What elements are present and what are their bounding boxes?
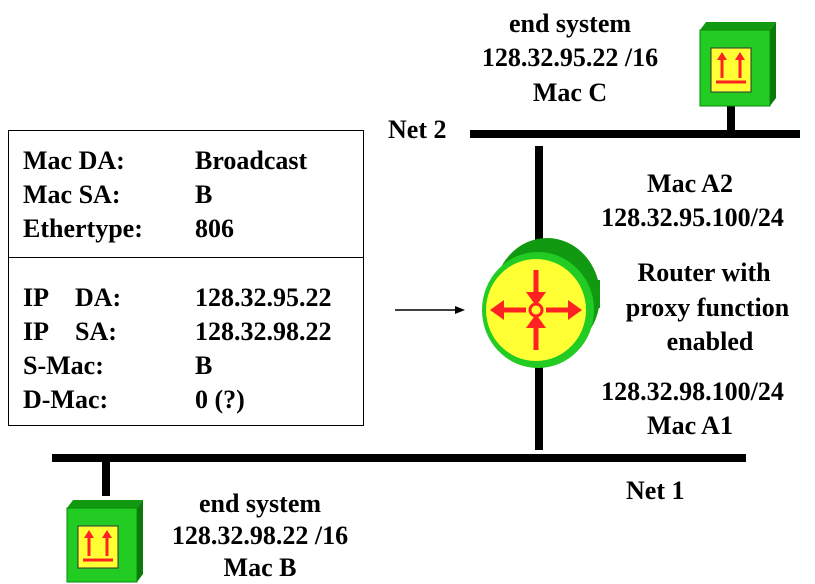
arrow-right-icon <box>395 306 465 314</box>
router-desc-line3: enabled <box>666 327 754 356</box>
end-system-b-mac: Mac B <box>223 553 297 582</box>
frame-field-value: Broadcast <box>195 146 308 175</box>
frame-field-value: 128.32.98.22 <box>195 317 332 346</box>
end-system-icon <box>66 500 143 583</box>
frame-field-key: S-Mac: <box>23 351 104 380</box>
frame-field-key: D-Mac: <box>23 385 109 414</box>
frame-field-key: IP DA: <box>23 283 122 312</box>
frame-field-key: IP SA: <box>23 317 117 346</box>
router-lower-mac: Mac A1 <box>647 411 733 440</box>
end-system-b-title: end system <box>198 489 322 518</box>
end-system-c-title: end system <box>508 9 632 38</box>
end-system-b-drop-line <box>102 458 110 496</box>
router-lower-ip: 128.32.98.100/24 <box>601 377 784 406</box>
end-system-icon <box>699 22 776 107</box>
router-desc-line2: proxy function <box>625 293 790 322</box>
arp-frame-box: Mac DA: Broadcast Mac SA: B Ethertype: 8… <box>8 130 364 426</box>
frame-field-key: Ethertype: <box>23 214 143 243</box>
router-upper-ip: 128.32.95.100/24 <box>601 203 784 232</box>
frame-field-value: 128.32.95.22 <box>195 283 332 312</box>
net1-label: Net 1 <box>626 476 685 505</box>
frame-field-value: B <box>195 180 213 209</box>
frame-field-key: Mac SA: <box>23 180 121 209</box>
end-system-c-drop-line <box>727 105 735 133</box>
frame-field-key: Mac DA: <box>23 146 125 175</box>
frame-field-value: 0 (?) <box>195 385 245 414</box>
net2-bus-line <box>470 130 800 138</box>
router-desc-line1: Router with <box>637 258 771 287</box>
net1-bus-line <box>52 454 746 462</box>
frame-field-value: B <box>195 351 213 380</box>
end-system-b-ip: 128.32.98.22 /16 <box>171 521 349 550</box>
net2-label: Net 2 <box>388 115 447 144</box>
end-system-c-mac: Mac C <box>532 78 608 107</box>
end-system-c-ip: 128.32.95.22 /16 <box>481 43 659 72</box>
frame-divider <box>9 257 363 258</box>
router-icon <box>482 238 600 368</box>
frame-field-value: 806 <box>195 214 234 243</box>
router-upper-mac: Mac A2 <box>647 169 733 198</box>
